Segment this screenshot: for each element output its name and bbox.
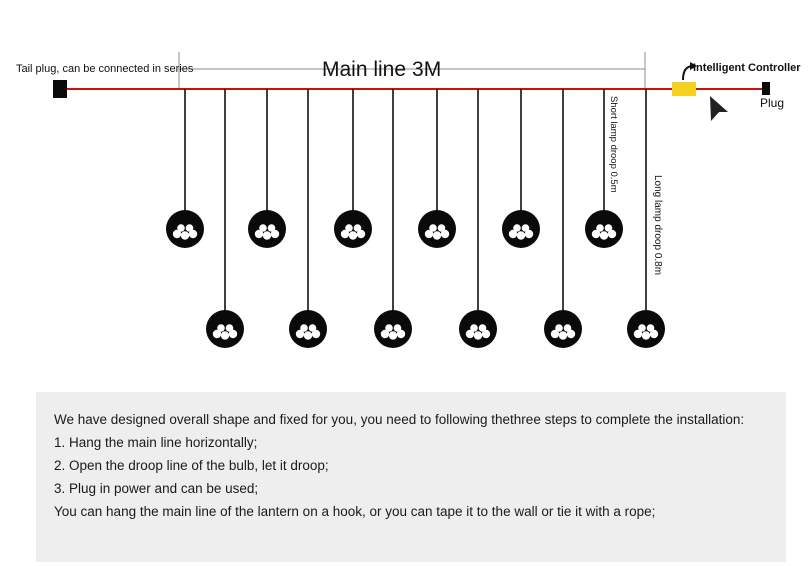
lantern — [627, 310, 665, 348]
short-lanterns — [166, 89, 623, 248]
lantern — [418, 210, 456, 248]
instructions-step-3: 3. Plug in power and can be used; — [54, 481, 259, 496]
controller-label: Intelligent Controller — [693, 62, 801, 74]
intelligent-controller — [672, 82, 696, 96]
instructions-intro: We have designed overall shape and fixed… — [54, 412, 745, 427]
instructions-step-2: 2. Open the droop line of the bulb, let … — [54, 458, 329, 473]
long-droop-label: Long lamp droop 0.8m — [652, 175, 663, 275]
installation-diagram: Tail plug, can be connected in series Ma… — [16, 52, 801, 348]
lantern — [166, 210, 204, 248]
lantern — [544, 310, 582, 348]
short-droop-label: Short lamp droop 0.5m — [608, 96, 619, 193]
lantern — [459, 310, 497, 348]
tail-plug-icon — [53, 80, 67, 98]
lantern — [585, 210, 623, 248]
lantern — [502, 210, 540, 248]
cursor-icon — [710, 96, 728, 121]
instructions-note: You can hang the main line of the lanter… — [54, 504, 656, 519]
lantern — [334, 210, 372, 248]
tail-plug-label: Tail plug, can be connected in series — [16, 63, 194, 75]
instructions-panel: We have designed overall shape and fixed… — [36, 392, 786, 562]
long-lanterns — [206, 89, 665, 348]
lantern — [374, 310, 412, 348]
lantern — [248, 210, 286, 248]
lantern — [289, 310, 327, 348]
lantern — [206, 310, 244, 348]
instructions-step-1: 1. Hang the main line horizontally; — [54, 435, 258, 450]
plug-label: Plug — [760, 96, 784, 110]
plug-icon — [762, 82, 770, 95]
main-line-dimension — [178, 52, 646, 90]
